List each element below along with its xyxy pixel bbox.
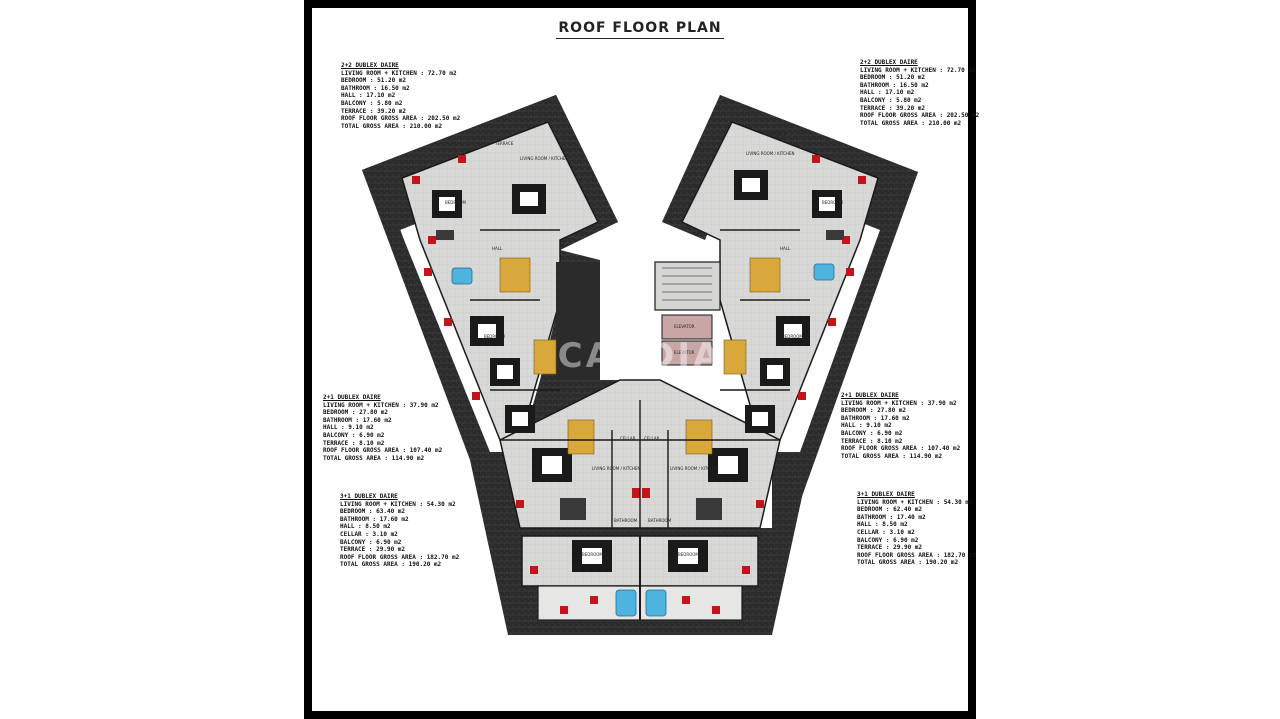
unit-heading: 2+1 DUBLEX DAIRE bbox=[841, 392, 899, 399]
room-labels: TERRACE TERRACE LIVING ROOM / KITCHEN LI… bbox=[445, 132, 843, 557]
bedroom-label-2: BEDROOM bbox=[822, 200, 843, 205]
left-core-block bbox=[556, 262, 600, 380]
stair-core bbox=[654, 261, 721, 311]
hall-label-r: HALL bbox=[780, 246, 791, 251]
bed-covers bbox=[439, 178, 835, 564]
bathroom-label-l: BATHROOM bbox=[614, 518, 638, 523]
info-bottom-right: 3+1 DUBLEX DAIRE LIVING ROOM + KITCHEN :… bbox=[857, 491, 977, 567]
unit-heading: 3+1 DUBLEX DAIRE bbox=[340, 493, 398, 500]
dining-tables bbox=[436, 230, 844, 520]
pools bbox=[451, 263, 835, 617]
info-top-left: 2+2 DUBLEX DAIRE LIVING ROOM + KITCHEN :… bbox=[341, 62, 461, 130]
unit-heading: 2+1 DUBLEX DAIRE bbox=[323, 394, 381, 401]
bedroom-label-1: BEDROOM bbox=[445, 200, 466, 205]
bedroom-label-3: BEDROOM bbox=[484, 334, 505, 339]
living-label-tr: LIVING ROOM / KITCHEN bbox=[746, 151, 794, 156]
unit-heading: 2+2 DUBLEX DAIRE bbox=[860, 59, 918, 66]
living-label-bl: LIVING ROOM / KITCHEN bbox=[592, 466, 640, 471]
unit-heading: 2+2 DUBLEX DAIRE bbox=[341, 62, 399, 69]
elevator-label-2: ELEVATOR bbox=[674, 350, 695, 355]
bedroom-label-5: BEDROOM bbox=[582, 552, 603, 557]
info-bottom-left: 3+1 DUBLEX DAIRE LIVING ROOM + KITCHEN :… bbox=[340, 493, 460, 569]
bedroom-label-6: BEDROOM bbox=[678, 552, 699, 557]
stairs bbox=[499, 257, 781, 455]
info-mid-right: 2+1 DUBLEX DAIRE LIVING ROOM + KITCHEN :… bbox=[841, 392, 961, 460]
info-top-right: 2+2 DUBLEX DAIRE LIVING ROOM + KITCHEN :… bbox=[860, 59, 980, 127]
unit-heading: 3+1 DUBLEX DAIRE bbox=[857, 491, 915, 498]
elevator-label-1: ELEVATOR bbox=[674, 324, 695, 329]
living-label-tl: LIVING ROOM / KITCHEN bbox=[520, 156, 568, 161]
terrace-label-tr: TERRACE bbox=[767, 132, 787, 137]
elevator-1 bbox=[661, 314, 713, 340]
walls bbox=[470, 229, 810, 528]
right-wing-outer-roof bbox=[662, 95, 918, 635]
bathroom-label-r: BATHROOM bbox=[648, 518, 672, 523]
info-mid-left: 2+1 DUBLEX DAIRE LIVING ROOM + KITCHEN :… bbox=[323, 394, 443, 462]
living-label-br: LIVING ROOM / KITCHEN bbox=[670, 466, 718, 471]
bedroom-label-4: BEDROOM bbox=[782, 334, 803, 339]
page-title: ROOF FLOOR PLAN bbox=[0, 20, 1280, 39]
cellar-label-l: CELLAR bbox=[620, 436, 636, 441]
terrace-label-tl: TERRACE bbox=[494, 141, 514, 146]
red-chairs bbox=[412, 155, 866, 614]
cellar-label-r: CELLAR bbox=[644, 436, 660, 441]
hall-label-l: HALL bbox=[492, 246, 503, 251]
elevator-2 bbox=[661, 340, 713, 366]
